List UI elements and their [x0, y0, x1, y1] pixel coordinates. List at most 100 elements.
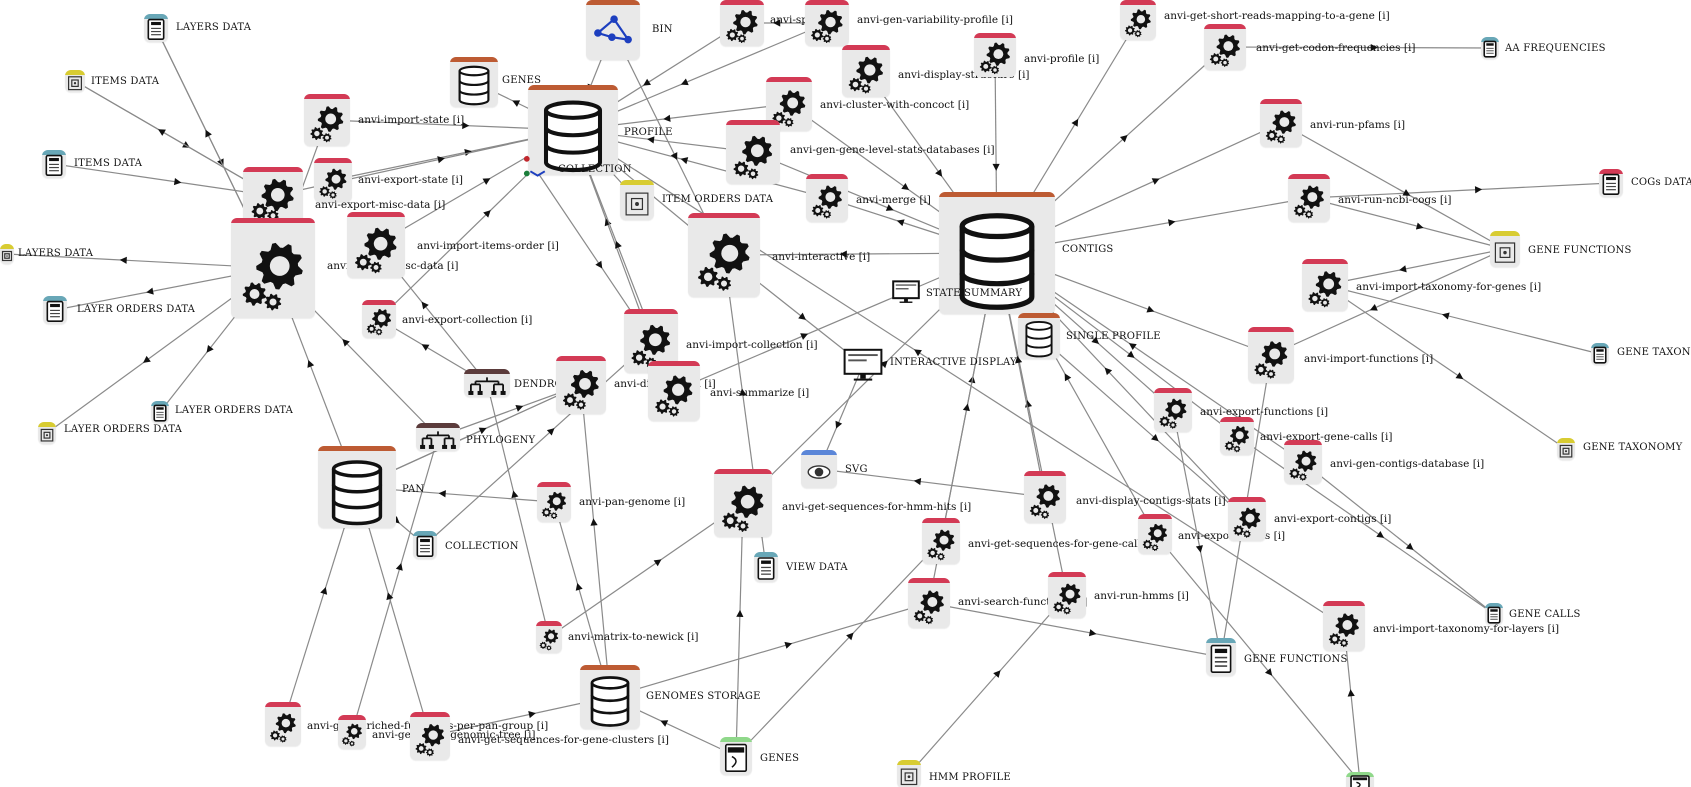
edge-arrow — [478, 427, 487, 435]
monitor-icon — [890, 278, 922, 306]
edge-arrow — [968, 375, 976, 384]
edge-arrow — [993, 670, 1001, 678]
edge — [1224, 46, 1491, 49]
program-icon — [1220, 417, 1254, 455]
edge-arrow — [773, 19, 781, 27]
edge-arrow — [1455, 372, 1464, 380]
program-icon — [974, 33, 1016, 77]
tree-icon — [464, 369, 510, 397]
edge-arrow — [1151, 433, 1159, 442]
node-label: anvi-export-state [i] — [358, 174, 464, 186]
edge-arrow — [784, 641, 793, 649]
edge-arrow — [206, 344, 214, 353]
database-icon — [580, 665, 640, 729]
node-label: anvi-matrix-to-newick [i] — [568, 631, 699, 643]
edge-arrow — [515, 405, 524, 412]
edge-arrow — [1151, 178, 1160, 185]
node-label: LAYERS DATA — [176, 22, 252, 33]
node-label: anvi-import-items-order [i] — [417, 240, 559, 252]
edge-arrow — [913, 478, 922, 486]
node-label: PAN — [402, 484, 425, 495]
edge-arrow — [896, 219, 905, 227]
edge — [1236, 435, 1495, 615]
edge-arrow — [595, 260, 603, 269]
svg-icon — [801, 450, 837, 488]
edge-arrow — [1064, 373, 1072, 382]
edge-arrow — [1347, 689, 1355, 697]
edge-arrow — [1146, 305, 1155, 313]
program-icon — [1138, 514, 1172, 554]
edge-arrow — [395, 563, 403, 571]
concept-icon — [1490, 231, 1520, 267]
node-label: VIEW DATA — [786, 562, 848, 573]
node-label: anvi-gen-gene-level-stats-databases [i] — [790, 144, 995, 156]
edge-arrow — [575, 583, 583, 591]
edge-arrow — [1370, 43, 1378, 52]
edge-arrow — [935, 168, 943, 177]
edge-arrow — [798, 312, 806, 320]
edge-arrow — [438, 490, 446, 498]
edge-arrow — [1376, 530, 1385, 538]
edge-arrow — [342, 339, 350, 347]
database-icon — [1018, 313, 1060, 359]
edge-arrow — [835, 420, 843, 429]
edge-arrow — [615, 240, 622, 249]
concept-icon — [1557, 438, 1575, 460]
edge — [908, 594, 1068, 775]
node-label: anvi-import-taxonomy-for-layers [i] — [1373, 623, 1560, 635]
program-icon — [766, 77, 812, 131]
node-label: ITEMS DATA — [74, 158, 143, 169]
program-icon — [726, 120, 780, 184]
program-icon — [556, 356, 606, 414]
bin-icon — [586, 0, 640, 60]
edge-arrow — [1126, 350, 1135, 358]
edge — [1038, 335, 1248, 520]
edge-arrow — [660, 720, 669, 727]
node-label: LAYER ORDERS DATA — [64, 424, 183, 435]
node-label: GENES — [502, 75, 542, 86]
node-label: LAYERS DATA — [18, 248, 94, 259]
edge-arrow — [680, 78, 689, 86]
edge-arrow — [885, 204, 894, 211]
node-label: anvi-export-collection [i] — [402, 314, 533, 326]
edge-arrow — [643, 78, 651, 86]
txt-icon — [1481, 37, 1499, 59]
edge-arrow — [590, 518, 598, 526]
node-label: GENOMES STORAGE — [646, 691, 761, 702]
node-label: STATE SUMMARY — [926, 288, 1023, 299]
edge — [1172, 409, 1222, 658]
program-icon — [1284, 440, 1322, 484]
edge-arrow — [483, 210, 491, 218]
edge-arrow — [653, 559, 662, 567]
edge-arrow — [1405, 542, 1414, 550]
edge-arrow — [1195, 545, 1203, 553]
edge — [351, 436, 439, 733]
program-icon — [362, 300, 396, 338]
node-label: anvi-cluster-with-concoct [i] — [820, 99, 970, 111]
program-icon — [1154, 388, 1192, 432]
program-icon — [1228, 497, 1266, 541]
program-icon — [338, 715, 366, 749]
edge-arrow — [1119, 135, 1128, 143]
edge-arrow — [1441, 312, 1450, 320]
edge — [1302, 461, 1495, 615]
edge-arrow — [528, 711, 536, 719]
edge-arrow — [146, 287, 154, 295]
program-icon — [537, 482, 571, 522]
program-icon — [688, 213, 760, 297]
program-icon — [1248, 327, 1294, 383]
program-icon — [842, 45, 890, 97]
program-icon — [908, 578, 950, 628]
edge-arrow — [1369, 304, 1378, 311]
program-icon — [231, 218, 315, 318]
program-icon — [806, 174, 848, 222]
program-icon — [1260, 99, 1302, 147]
program-icon — [1323, 601, 1365, 651]
node-label: anvi-merge [i] — [856, 194, 931, 206]
node-label: anvi-get-codon-frequencies [i] — [1256, 42, 1416, 54]
edge-arrow — [1402, 189, 1411, 196]
edge-arrow — [1071, 118, 1079, 127]
node-label: AA FREQUENCIES — [1505, 43, 1606, 54]
collection-icon — [516, 140, 552, 194]
edge-arrow — [421, 301, 429, 310]
